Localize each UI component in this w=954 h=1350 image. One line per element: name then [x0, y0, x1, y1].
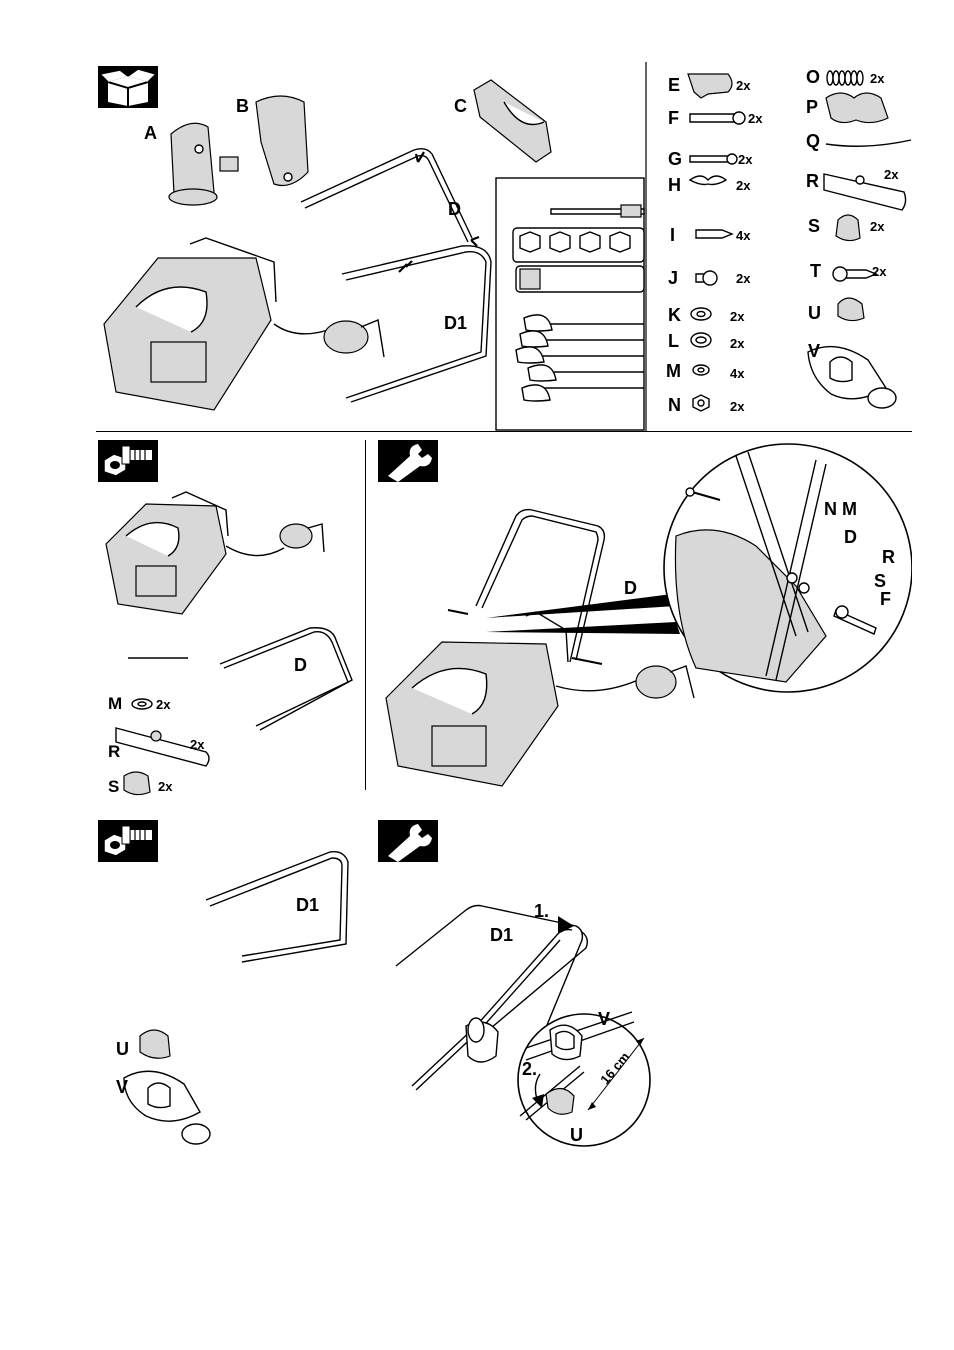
hw-qty-l: 2x — [730, 337, 744, 350]
hw-label-r: R — [806, 172, 819, 190]
step1-qty-s: 2x — [158, 780, 172, 793]
hw-label-e: E — [668, 76, 680, 94]
hw-label-i: I — [670, 226, 675, 244]
part-label-d1: D1 — [444, 314, 467, 332]
hw-label-s: S — [808, 217, 820, 235]
part-label-b: B — [236, 97, 249, 115]
step1-qty-m: 2x — [156, 698, 170, 711]
step2-assembly-label-v: V — [598, 1010, 610, 1028]
step1-assembly-label-f: F — [880, 590, 891, 608]
step1-qty-r: 2x — [190, 738, 204, 751]
hw-qty-i: 4x — [736, 229, 750, 242]
step1-assembly-drawing — [376, 436, 912, 800]
step2-assembly-panel: 1. D1 V 2. 16 cm U — [376, 816, 676, 1156]
step2-label-d1: D1 — [296, 896, 319, 914]
hw-label-j: J — [668, 269, 678, 287]
hw-qty-m: 4x — [730, 367, 744, 380]
hw-label-h: H — [668, 176, 681, 194]
step1-label-m: M — [108, 695, 122, 713]
hw-qty-e: 2x — [736, 79, 750, 92]
hw-qty-n: 2x — [730, 400, 744, 413]
step2-label-u: U — [116, 1040, 129, 1058]
hw-label-u: U — [808, 304, 821, 322]
hw-qty-r: 2x — [884, 168, 898, 181]
hw-qty-o: 2x — [870, 72, 884, 85]
step1-assembly-label-d2: D — [844, 528, 857, 546]
step2-parts-panel: D1 U V — [96, 816, 364, 1156]
step2-assembly-drawing — [376, 816, 676, 1156]
hw-qty-k: 2x — [730, 310, 744, 323]
step1-assembly-label-s: S — [874, 572, 886, 590]
hw-qty-h: 2x — [736, 179, 750, 192]
hw-qty-t: 2x — [872, 265, 886, 278]
hw-label-q: Q — [806, 132, 820, 150]
parts-drawing — [96, 62, 912, 432]
hw-label-t: T — [810, 262, 821, 280]
parts-overview-panel: A B C D D1 E 2x F 2x G 2x H 2x I 4x J 2x… — [96, 62, 912, 432]
hw-label-o: O — [806, 68, 820, 86]
part-label-a: A — [144, 124, 157, 142]
hw-label-f: F — [668, 109, 679, 127]
part-label-c: C — [454, 97, 467, 115]
step2-assembly-label-d1: D1 — [490, 926, 513, 944]
hw-label-m: M — [666, 362, 681, 380]
hw-qty-f: 2x — [748, 112, 762, 125]
hw-label-k: K — [668, 306, 681, 324]
step1-label-s: S — [108, 778, 119, 796]
hw-qty-s: 2x — [870, 220, 884, 233]
step1-label-r: R — [108, 743, 120, 761]
hw-qty-j: 2x — [736, 272, 750, 285]
wrench-set — [516, 315, 644, 401]
step1-assembly-panel: D N M D R S F — [376, 436, 912, 800]
step1-parts-panel: D M 2x R 2x S 2x — [96, 436, 364, 800]
step1-assembly-label-nm: N M — [824, 500, 857, 518]
hw-qty-g: 2x — [738, 153, 752, 166]
step2-parts-drawing — [96, 816, 364, 1156]
step2-assembly-label-u: U — [570, 1126, 583, 1144]
section-divider — [96, 431, 912, 432]
step1-assembly-label-r: R — [882, 548, 895, 566]
step2-label-v: V — [116, 1078, 128, 1096]
step2-label-step1: 1. — [534, 902, 549, 920]
part-label-d: D — [448, 200, 461, 218]
step1-assembly-label-d: D — [624, 579, 637, 597]
hw-label-g: G — [668, 150, 682, 168]
hw-label-l: L — [668, 332, 679, 350]
step1-label-d: D — [294, 656, 307, 674]
washer-stack — [827, 71, 863, 85]
hw-label-p: P — [806, 98, 818, 116]
step1-divider — [365, 440, 366, 790]
step2-label-step2: 2. — [522, 1060, 537, 1078]
step1-parts-drawing — [96, 436, 364, 800]
hw-label-n: N — [668, 396, 681, 414]
hw-label-v: V — [808, 342, 820, 360]
